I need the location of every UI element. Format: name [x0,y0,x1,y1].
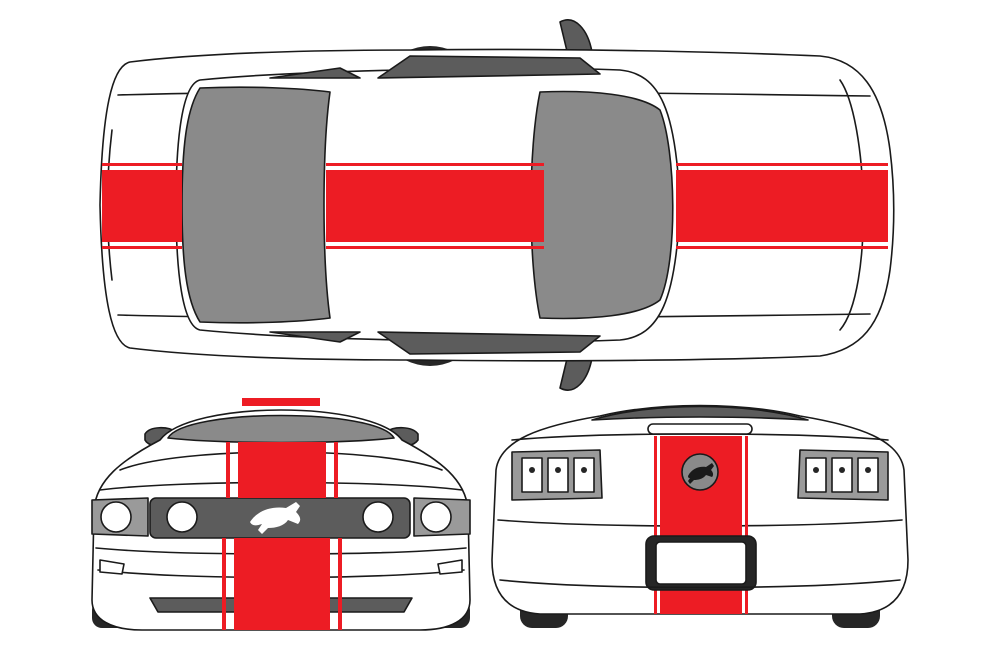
front-view [91,398,471,631]
top-side-window-upper-2 [377,55,601,79]
rear-taillight-right [797,449,889,501]
front-racing-stripe [222,398,342,630]
rear-spoiler [647,423,753,435]
front-horse-emblem [250,502,301,534]
rear-view [491,404,909,628]
top-side-window-lower-2 [377,331,601,355]
top-rear-window [181,86,331,324]
tire-bottom-front [405,360,455,366]
front-windshield [167,414,395,444]
rear-window [591,405,809,421]
top-racing-stripe [102,163,888,249]
rear-horse-emblem [681,453,719,491]
top-side-window-upper [269,67,361,79]
rear-taillight-left [511,449,603,501]
front-foglight-right [437,559,463,575]
top-windshield [530,90,674,320]
top-side-window-lower [269,331,361,343]
rear-license-plate [655,541,747,585]
top-view [99,19,895,391]
front-foglight-left [99,559,125,575]
